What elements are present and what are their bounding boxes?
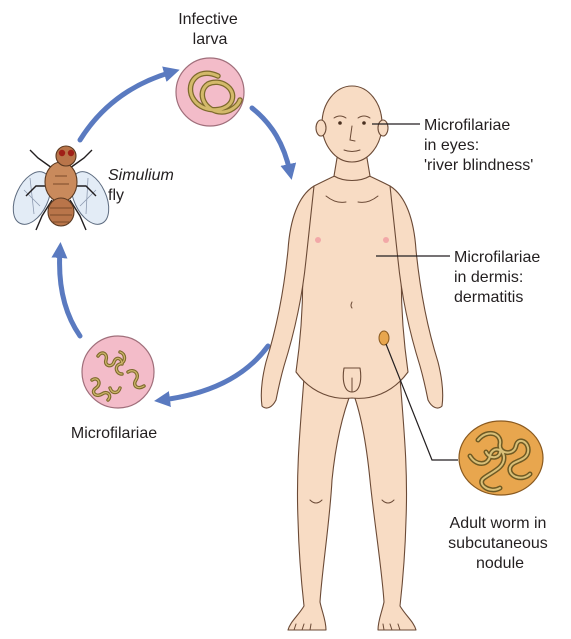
label-infective-larva: Infective larva [178,11,242,48]
arrow-microfilariae-to-fly [60,250,80,336]
label-microfilariae: Microfilariae [71,425,157,442]
adult-worm-nodule-icon [459,421,543,495]
arrow-larva-to-human [252,108,290,172]
label-adult-worm: Adult worm in subcutaneous nodule [448,515,552,572]
label-eyes: Microfilariae in eyes: 'river blindness' [424,117,533,174]
larva-circle-icon [176,58,244,126]
arrow-human-to-microfilariae [162,346,268,400]
nodule-marker [379,331,389,345]
fly-icon [6,146,117,230]
arrow-fly-to-larva [80,72,172,140]
label-simulium-fly: Simulium fly [108,167,178,204]
microfilariae-circle-icon [82,336,154,408]
label-dermis: Microfilariae in dermis: dermatitis [454,249,544,306]
